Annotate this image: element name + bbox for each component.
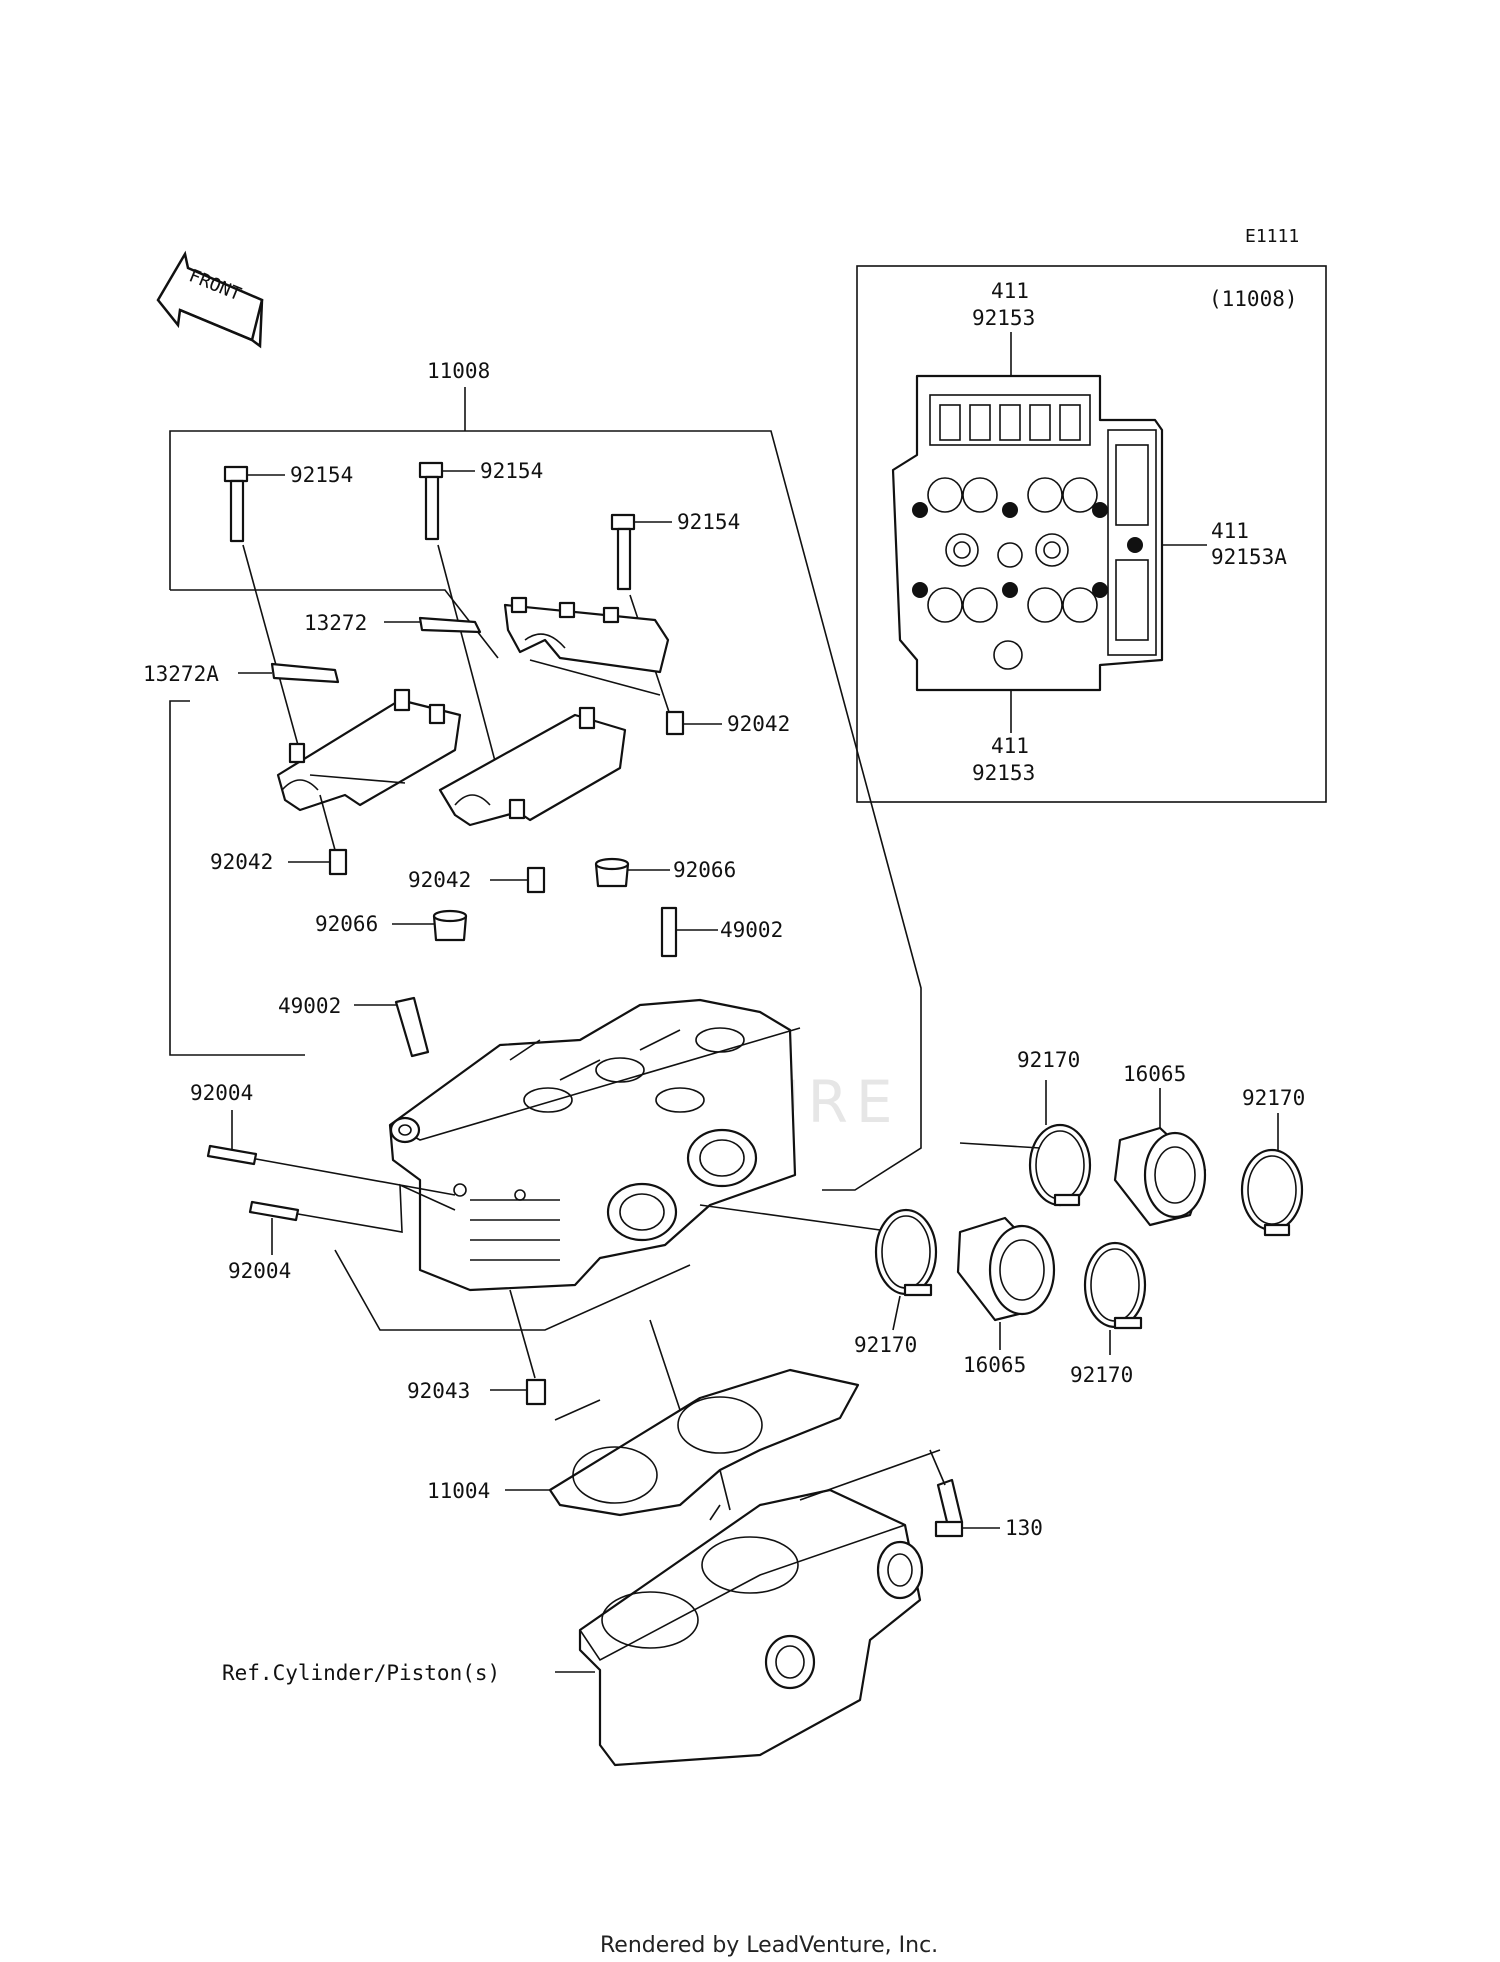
callout-130: 130 [1005,1516,1043,1540]
callout-ref-cylinder: Ref.Cylinder/Piston(s) [222,1661,500,1685]
callout-92066-right: 92066 [673,858,736,882]
callout-92154-left: 92154 [290,463,353,487]
head-gasket-11004 [505,1368,860,1517]
dowel-92042-left [288,794,348,876]
plate-13272a [238,662,340,684]
cylinder-block-illustration [555,1449,941,1767]
camshaft-cap-left [276,688,462,812]
front-arrow-icon: FRONT [156,250,264,349]
callout-11004: 11004 [427,1479,490,1503]
callout-92170-bottom-right: 92170 [1070,1363,1133,1387]
callout-92042-right: 92042 [727,712,790,736]
guide-49002-right [660,906,718,958]
callout-16065-top: 16065 [1123,1062,1186,1086]
cylinder-head-illustration [388,998,801,1292]
inset-label-top-b: 92153 [972,306,1035,330]
callout-92154-right: 92154 [677,510,740,534]
lower-bracket-line [334,1249,691,1331]
callout-13272a: 13272A [143,662,219,686]
diagram-id: E1111 [1245,226,1299,247]
callout-49002-left: 49002 [278,994,341,1018]
camshaft-cap-right [503,596,670,696]
callout-49002-right: 49002 [720,918,783,942]
callout-92066-left: 92066 [315,912,378,936]
dowel-92042-mid [490,866,546,894]
callout-92154-mid: 92154 [480,459,543,483]
clamp-92170-bottom-right [1083,1241,1147,1355]
seal-92066-left [392,909,468,942]
plate-13272 [384,616,482,634]
holder-16065-bottom [956,1216,1056,1350]
callout-92042-left: 92042 [210,850,273,874]
dowel-92042-right [665,710,722,736]
inset-title: (11008) [1209,287,1298,311]
guide-49002-left [354,996,430,1058]
dowel-92043 [490,1289,547,1406]
bolt-130 [929,1449,1000,1538]
seal-92066-right [594,857,670,888]
bolt-92154-left [223,465,305,768]
clamp-92170-top-right [1240,1113,1304,1237]
callout-92170-top-left: 92170 [1017,1048,1080,1072]
callout-92004-top: 92004 [190,1081,253,1105]
stud-92004-top [206,1110,456,1196]
bolt-92154-mid [418,461,501,781]
inset-label-bottom-a: 411 [991,734,1029,758]
camshaft-cap-mid [438,706,627,827]
inset-label-bottom-b: 92153 [972,761,1035,785]
callout-92170-top-right: 92170 [1242,1086,1305,1110]
inset-label-right-b: 92153A [1211,545,1287,569]
callout-92004-bottom: 92004 [228,1259,291,1283]
footer-credit: Rendered by LeadVenture, Inc. [600,1933,938,1958]
callout-92170-bottom-left: 92170 [854,1333,917,1357]
inset-label-top-a: 411 [991,279,1029,303]
callout-92043: 92043 [407,1379,470,1403]
clamp-92170-bottom-left [699,1204,938,1331]
clamp-92170-top-left [959,1080,1092,1207]
inset-label-right-a: 411 [1211,519,1249,543]
callout-92042-mid: 92042 [408,868,471,892]
inset-panel: (11008) 411 92153 411 92153A 411 92153 [856,265,1327,803]
head-top-view-illustration [891,374,1164,692]
holder-16065-top [1113,1088,1207,1227]
callout-13272: 13272 [304,611,367,635]
callout-11008: 11008 [427,359,490,383]
callout-16065-bottom: 16065 [963,1353,1026,1377]
assembly-bracket: 11008 [169,359,922,1191]
inset-border [856,265,1327,803]
stud-92004-bottom [248,1183,456,1255]
